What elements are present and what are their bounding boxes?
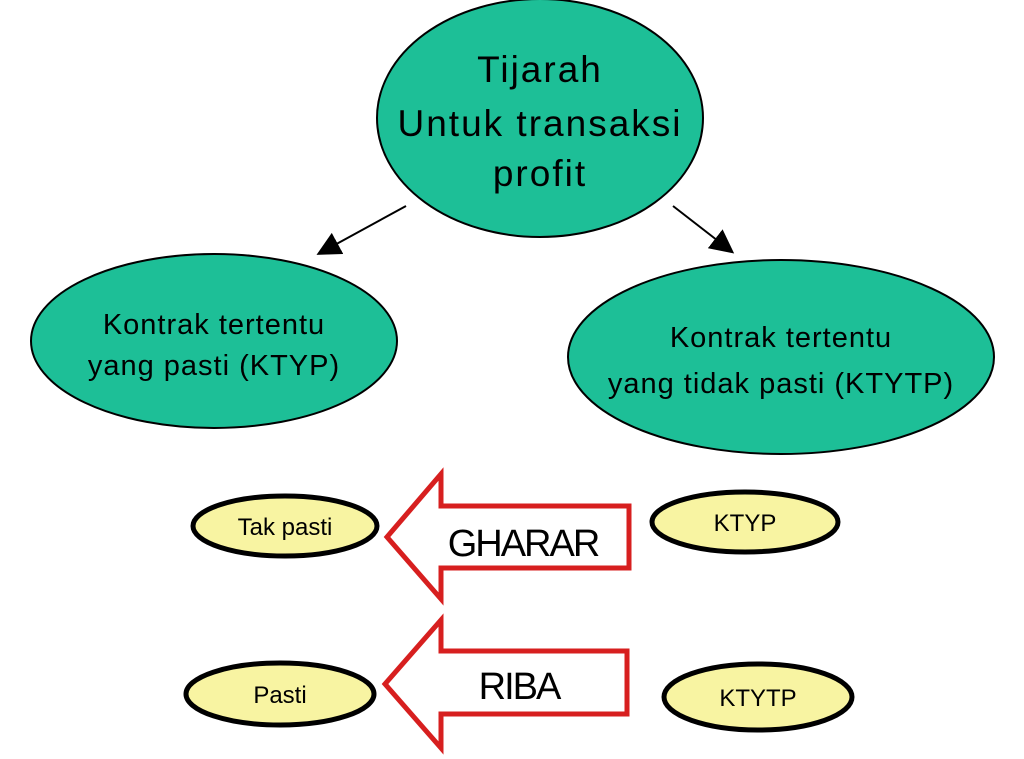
row-2-right-oval	[661, 661, 855, 733]
row-1-left-oval	[190, 493, 380, 559]
row-1-direction-arrow	[383, 467, 632, 606]
left-green-node-line-2: yang pasti (KTYP)	[88, 350, 340, 382]
right-green-node-line-2: yang tidak pasti (KTYTP)	[608, 368, 954, 400]
left-green-node-line-1: Kontrak tertentu	[103, 309, 325, 341]
row-2-left-oval	[183, 660, 377, 728]
connector-right	[672, 205, 735, 254]
top-node-line-3: profit	[493, 153, 587, 194]
row-1-arrow-label: GHARAR	[448, 523, 599, 565]
row-1-left-label: Tak pasti	[238, 514, 333, 541]
left-green-node	[30, 253, 398, 429]
top-node	[376, 0, 704, 238]
connector-left	[316, 205, 407, 255]
row-2-right-label: KTYTP	[719, 685, 796, 712]
row-2-arrow-label: RIBA	[479, 666, 562, 708]
top-node-line-1: Tijarah	[477, 49, 603, 90]
top-node-line-2: Untuk transaksi	[398, 103, 683, 144]
row-1-right-oval	[649, 489, 841, 555]
row-1-right-label: KTYP	[714, 510, 777, 537]
row-2-left-label: Pasti	[253, 682, 306, 709]
right-green-node	[567, 259, 995, 455]
right-green-node-line-1: Kontrak tertentu	[670, 322, 892, 354]
row-2-direction-arrow	[381, 613, 630, 755]
